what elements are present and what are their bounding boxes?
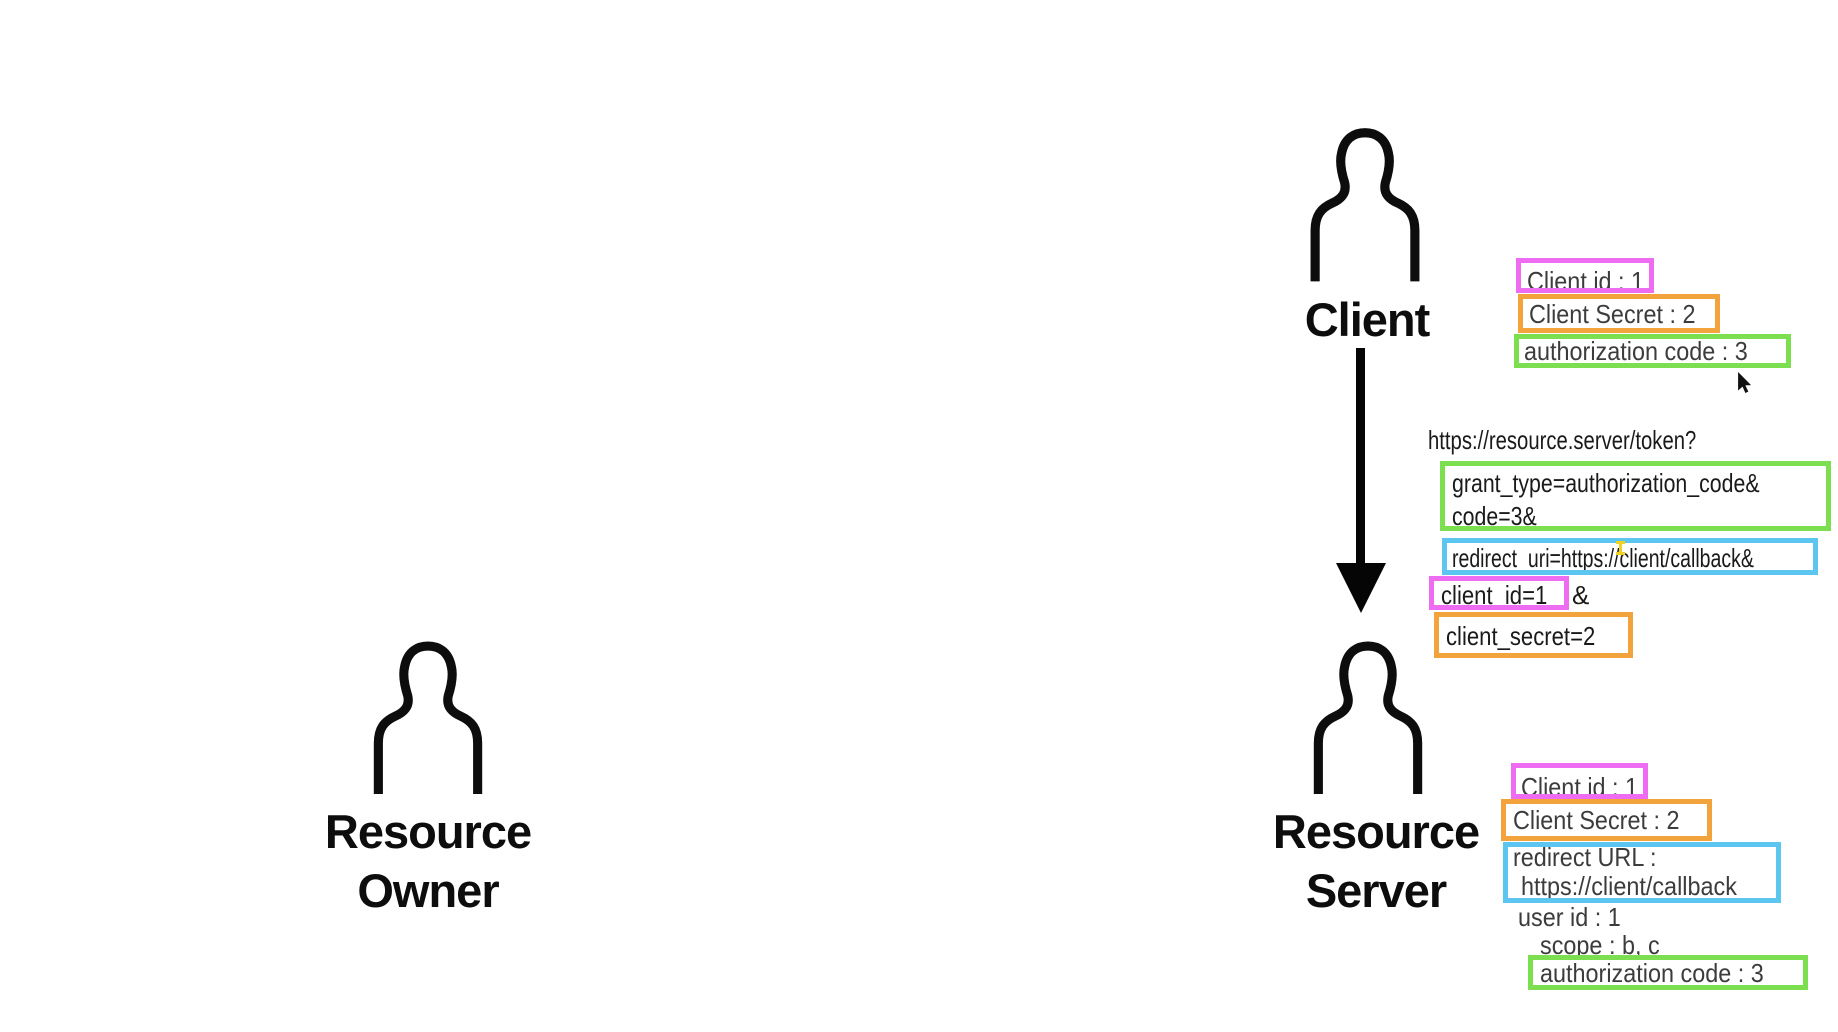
server-scope-text: scope : b, c [1540,930,1660,960]
client-secret-text: Client Secret : 2 [1529,299,1696,329]
mouse-cursor-icon [1738,372,1753,398]
person-icon-resource-owner [371,640,485,794]
person-icon-client [1308,126,1422,282]
server-redirect-url-label: redirect URL : [1513,842,1657,872]
flow-arrow-shaft [1356,348,1365,570]
person-icon [373,641,483,794]
server-client-id-text: Client id : 1 [1521,772,1639,802]
client-id-param-text: client_id=1 [1441,580,1548,610]
flow-arrow-head [1336,563,1386,613]
text-caret-mark [1616,541,1625,555]
server-redirect-url-value: https://client/callback [1521,871,1737,901]
client-id-text: Client id : 1 [1527,266,1645,296]
client-secret-param-box: client_secret=2 [1434,612,1633,658]
server-user-id-text: user id : 1 [1518,902,1621,932]
authorization-code-text: authorization code : 3 [1524,336,1748,366]
authorization-code-box: authorization code : 3 [1514,334,1791,368]
resource-owner-label-line2: Owner [357,864,499,917]
redirect-uri-box: redirect_uri=https://client/callback& [1442,538,1818,575]
grant-type-box: grant_type=authorization_code& code=3& [1440,461,1831,531]
resource-owner-label: Resource Owner [278,802,578,920]
client-id-box: Client id : 1 [1516,258,1654,296]
resource-server-label-line2: Server [1305,864,1447,917]
server-client-id-box: Client id : 1 [1511,763,1648,802]
person-icon [1313,641,1423,794]
client-secret-box: Client Secret : 2 [1518,294,1720,333]
server-client-secret-box: Client Secret : 2 [1501,799,1712,841]
server-client-secret-text: Client Secret : 2 [1513,805,1680,835]
resource-owner-label-line1: Resource [324,805,532,858]
server-authorization-code-text: authorization code : 3 [1540,958,1764,988]
resource-server-label-line1: Resource [1272,805,1480,858]
person-icon-resource-server [1311,640,1425,794]
server-redirect-url-box: redirect URL : https://client/callback [1503,842,1781,903]
client-label: Client [1304,293,1431,346]
client-id-ampersand: & [1572,580,1590,610]
redirect-uri-text: redirect_uri=https://client/callback& [1452,543,1754,573]
resource-server-label: Resource Server [1226,802,1526,920]
client-id-param-box: client_id=1 [1429,576,1569,610]
token-request-url: https://resource.server/token? [1428,425,1697,455]
client-secret-param-text: client_secret=2 [1446,621,1596,651]
person-icon [1310,128,1420,282]
code-param-text: code=3& [1452,501,1537,531]
grant-type-text: grant_type=authorization_code& [1452,468,1760,498]
server-authorization-code-box: authorization code : 3 [1528,955,1808,990]
